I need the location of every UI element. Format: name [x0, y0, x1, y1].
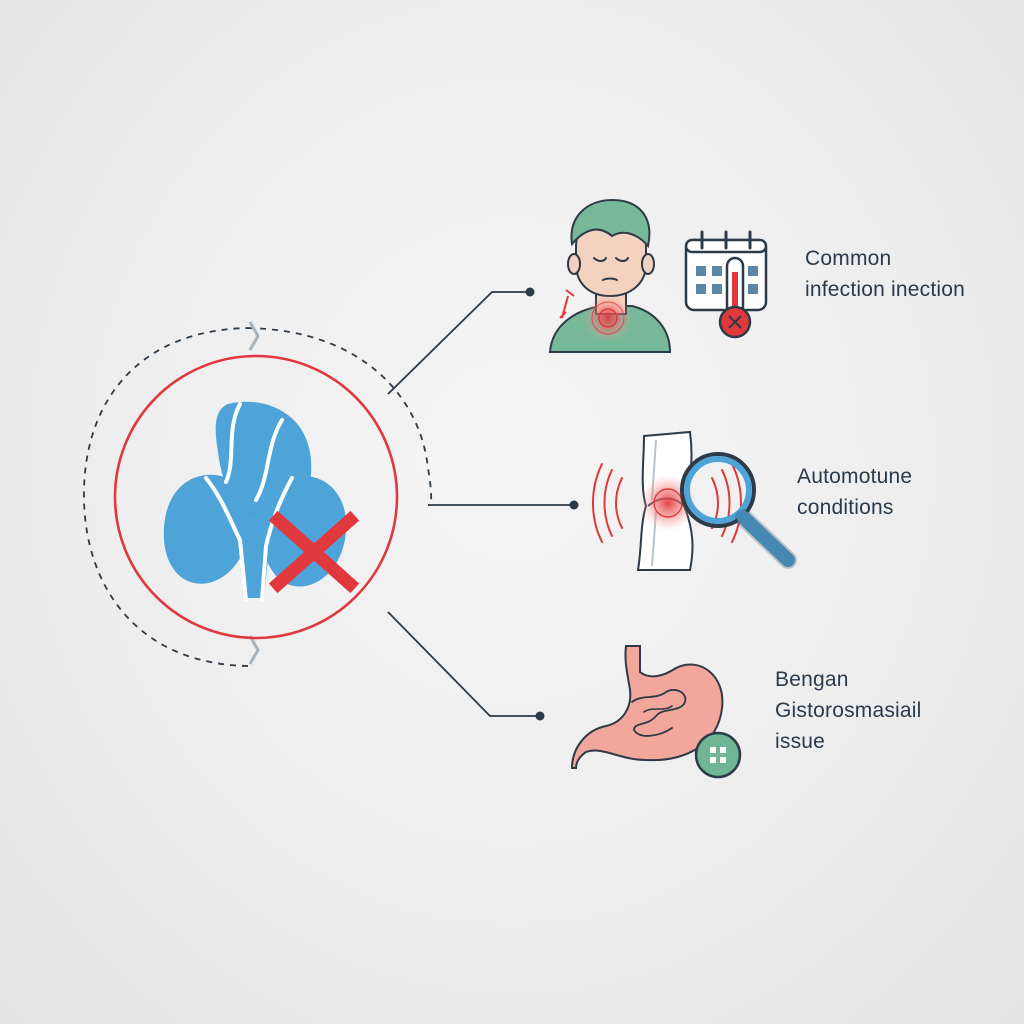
branch-3-label: Bengan Gistorosmasiail issue — [775, 664, 922, 757]
branch-1-line-1: Common — [805, 247, 892, 270]
connector-dot-1 — [525, 287, 535, 297]
branch-1-label: Common infection inection — [805, 243, 965, 305]
connector-line-1 — [387, 291, 528, 395]
kidney-organ-icon — [163, 401, 347, 602]
branch-2-label: Automotune conditions — [797, 461, 912, 523]
connectors — [387, 291, 573, 717]
red-cross-icon — [268, 510, 360, 594]
medical-plus-badge-icon — [694, 731, 742, 779]
connector-line-3 — [387, 611, 538, 717]
branch-2-line-1: Automotune — [797, 465, 913, 488]
central-group — [83, 321, 433, 667]
branch-3-line-1: Bengan — [775, 668, 849, 691]
orbit-hook-top — [248, 321, 260, 351]
connector-dot-2 — [569, 500, 579, 510]
orbit-hook-bottom — [248, 635, 260, 665]
branch-3-line-2: Gistorosmasiail — [775, 699, 922, 722]
connector-dot-3 — [535, 711, 545, 721]
calendar-thermometer-icon — [684, 230, 768, 339]
sick-person-icon — [548, 198, 672, 353]
magnifier-icon — [680, 452, 797, 569]
branch-2-line-2: conditions — [797, 496, 894, 519]
branch-1-line-2: infection inection — [805, 278, 966, 301]
red-circle-ring — [113, 354, 399, 640]
dashed-orbit-ring — [83, 327, 433, 667]
stomach-icon — [570, 645, 724, 769]
branch-3-line-3: issue — [775, 730, 826, 753]
